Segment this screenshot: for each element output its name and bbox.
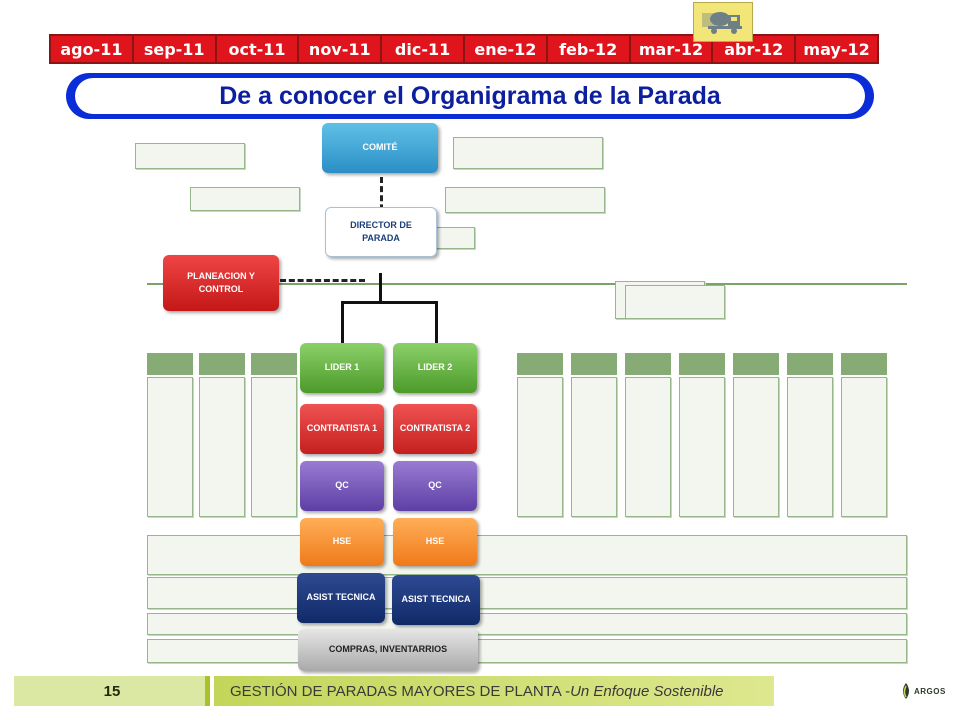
bg-col-header	[199, 353, 245, 375]
bg-col-body	[199, 377, 245, 517]
lider-1-node[interactable]: LIDER 1	[300, 343, 384, 393]
footer: 15 GESTIÓN DE PARADAS MAYORES DE PLANTA …	[0, 676, 960, 706]
bg-box-lider-proyectos	[190, 187, 300, 211]
lider-2-node[interactable]: LIDER 2	[393, 343, 477, 393]
bg-col-body	[679, 377, 725, 517]
bg-col-body	[625, 377, 671, 517]
month-cell: oct-11	[216, 36, 298, 62]
bg-line-main	[147, 283, 907, 285]
bg-box-director-ppm	[445, 187, 605, 213]
bg-col-header	[679, 353, 725, 375]
month-cell: may-12	[796, 36, 877, 62]
qc-2-node[interactable]: QC	[393, 461, 477, 511]
qc-1-node[interactable]: QC	[300, 461, 384, 511]
footer-text: GESTIÓN DE PARADAS MAYORES DE PLANTA - U…	[214, 676, 774, 706]
bg-band-tecnicos	[147, 535, 907, 575]
contratista-2-node[interactable]: CONTRATISTA 2	[393, 404, 477, 454]
bg-col-header	[733, 353, 779, 375]
bg-col-header	[571, 353, 617, 375]
title-banner: De a conocer el Organigrama de la Parada	[66, 73, 874, 119]
bg-col-header	[787, 353, 833, 375]
footer-title: GESTIÓN DE PARADAS MAYORES DE PLANTA -	[230, 682, 571, 700]
connector	[341, 301, 437, 304]
asist-tecnica-2-node[interactable]: ASIST TECNICA	[392, 575, 480, 625]
hse-1-node[interactable]: HSE	[300, 518, 384, 566]
bg-col-body	[571, 377, 617, 517]
footer-accent	[205, 676, 212, 706]
bg-col-body	[251, 377, 297, 517]
contratista-1-node[interactable]: CONTRATISTA 1	[300, 404, 384, 454]
month-cell: ago-11	[51, 36, 132, 62]
bg-col-header	[625, 353, 671, 375]
argos-logo: ARGOS	[900, 682, 946, 700]
connector	[379, 273, 382, 303]
director-node[interactable]: DIRECTOR DE PARADA	[325, 207, 437, 257]
bg-col-header	[147, 353, 193, 375]
bg-col-body	[841, 377, 887, 517]
footer-separator	[210, 676, 214, 706]
argos-logo-text: ARGOS	[914, 686, 946, 696]
bg-box-comite-detalle	[453, 137, 603, 169]
bg-box-lideres-distrib	[625, 285, 725, 319]
bg-band-compras	[147, 639, 907, 663]
month-cell: sep-11	[133, 36, 215, 62]
org-chart: COMITÉ DIRECTOR DE PARADA PLANEACION Y C…	[135, 123, 915, 671]
planeacion-node[interactable]: PLANEACION Y CONTROL	[163, 255, 279, 311]
connector	[435, 301, 438, 343]
month-cell: abr-12	[713, 36, 795, 62]
bg-band-instrumentistas	[147, 577, 907, 609]
dashed-connector	[245, 279, 365, 282]
bg-col-body	[733, 377, 779, 517]
bg-col-body	[787, 377, 833, 517]
page-title: De a conocer el Organigrama de la Parada	[75, 78, 865, 114]
cement-truck-icon	[693, 2, 753, 42]
footer-subtitle: Un Enfoque Sostenible	[570, 682, 724, 700]
asist-tecnica-1-node[interactable]: ASIST TECNICA	[297, 573, 385, 623]
compras-node[interactable]: COMPRAS, INVENTARRIOS	[298, 629, 478, 671]
comite-node[interactable]: COMITÉ	[322, 123, 438, 173]
hse-2-node[interactable]: HSE	[393, 518, 477, 566]
month-cell: dic-11	[382, 36, 463, 62]
month-cell: ene-12	[464, 36, 546, 62]
argos-logo-icon	[903, 683, 909, 699]
bg-col-header	[251, 353, 297, 375]
bg-col-body	[147, 377, 193, 517]
connector	[341, 301, 344, 343]
bg-box-gerencia	[135, 143, 245, 169]
month-cell: nov-11	[299, 36, 381, 62]
page-number: 15	[14, 676, 210, 706]
bg-col-header	[841, 353, 887, 375]
bg-col-body	[517, 377, 563, 517]
bg-col-header	[517, 353, 563, 375]
month-cell: feb-12	[547, 36, 629, 62]
bg-band-seguridad	[147, 613, 907, 635]
